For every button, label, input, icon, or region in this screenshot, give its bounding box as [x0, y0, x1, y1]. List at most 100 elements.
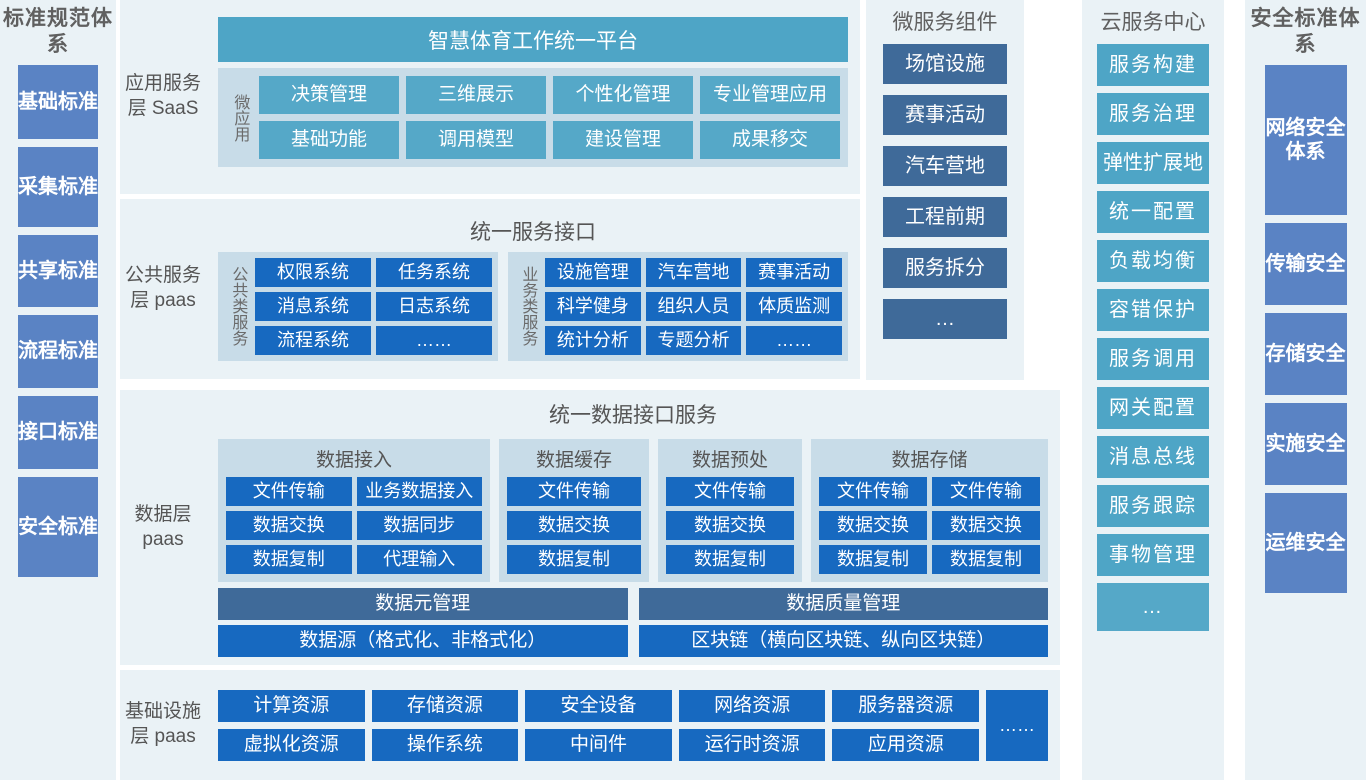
svc-box-business-more[interactable]: …… — [746, 325, 842, 355]
cloud-box-message-bus[interactable]: 消息总线 — [1097, 436, 1209, 478]
infra-box-security-device[interactable]: 安全设备 — [525, 689, 672, 722]
infra-box-application-resource[interactable]: 应用资源 — [832, 728, 979, 761]
app-box-3d-display[interactable]: 三维展示 — [406, 76, 546, 114]
data-box-data-exchange-4[interactable]: 数据交换 — [819, 510, 927, 540]
data-box-file-transfer-1[interactable]: 文件传输 — [226, 476, 352, 506]
svc-box-event-activity[interactable]: 赛事活动 — [746, 257, 842, 287]
app-box-decision-mgmt[interactable]: 决策管理 — [259, 76, 399, 114]
data-bar-data-source[interactable]: 数据源（格式化、非格式化） — [218, 624, 628, 657]
ms-box-service-split[interactable]: 服务拆分 — [883, 248, 1007, 288]
data-box-proxy-input[interactable]: 代理输入 — [356, 544, 482, 574]
cloud-box-unified-config[interactable]: 统一配置 — [1097, 191, 1209, 233]
public-services-grid: 权限系统 任务系统 消息系统 日志系统 流程系统 …… — [255, 257, 492, 355]
security-item-storage-security[interactable]: 存储安全 — [1264, 312, 1347, 395]
data-groups: 数据接入 文件传输 业务数据接入 数据交换 数据同步 数据复制 代理输入 数据缓… — [218, 438, 1048, 582]
data-box-data-exchange-3[interactable]: 数据交换 — [666, 510, 794, 540]
data-bar-row-management: 数据元管理 数据质量管理 — [218, 587, 1048, 620]
cloud-box-more[interactable]: … — [1097, 583, 1209, 631]
cloud-box-gateway-config[interactable]: 网关配置 — [1097, 387, 1209, 429]
security-item-network-security-system[interactable]: 网络安全体系 — [1264, 64, 1347, 215]
data-box-business-data-access[interactable]: 业务数据接入 — [356, 476, 482, 506]
svc-box-facility-mgmt[interactable]: 设施管理 — [545, 257, 641, 287]
data-bar-metadata-mgmt[interactable]: 数据元管理 — [218, 587, 628, 620]
app-box-call-model[interactable]: 调用模型 — [406, 121, 546, 159]
svc-box-task-system[interactable]: 任务系统 — [376, 257, 492, 287]
public-service-layer: 公共服务层 paas 统一服务接口 公共类服务 权限系统 任务系统 消息系统 日… — [120, 199, 860, 379]
data-box-data-exchange-5[interactable]: 数据交换 — [932, 510, 1040, 540]
sidebar-item-interface-standard[interactable]: 接口标准 — [18, 395, 98, 469]
sidebar-item-collection-standard[interactable]: 采集标准 — [18, 146, 98, 227]
app-box-professional-mgmt[interactable]: 专业管理应用 — [700, 76, 840, 114]
data-group-storage-grid: 文件传输 文件传输 数据交换 数据交换 数据复制 数据复制 — [819, 476, 1040, 574]
infra-box-network-resource[interactable]: 网络资源 — [678, 689, 826, 722]
app-box-construction-mgmt[interactable]: 建设管理 — [553, 121, 693, 159]
infra-box-server-resource[interactable]: 服务器资源 — [832, 689, 979, 722]
data-box-file-transfer-3[interactable]: 文件传输 — [666, 476, 794, 506]
data-box-data-exchange-1[interactable]: 数据交换 — [226, 510, 352, 540]
infra-box-compute-resource[interactable]: 计算资源 — [218, 689, 365, 722]
ms-box-rv-campground[interactable]: 汽车营地 — [883, 146, 1007, 186]
svc-box-scientific-fitness[interactable]: 科学健身 — [545, 291, 641, 321]
platform-title-bar: 智慧体育工作统一平台 — [218, 17, 848, 62]
infra-box-storage-resource[interactable]: 存储资源 — [371, 689, 519, 722]
svc-box-message-system[interactable]: 消息系统 — [255, 291, 371, 321]
sidebar-item-security-standard[interactable]: 安全标准 — [18, 476, 98, 577]
data-box-data-replication-5[interactable]: 数据复制 — [932, 544, 1040, 574]
data-box-file-transfer-5[interactable]: 文件传输 — [932, 476, 1040, 506]
data-box-file-transfer-4[interactable]: 文件传输 — [819, 476, 927, 506]
security-item-transmission-security[interactable]: 传输安全 — [1264, 222, 1347, 305]
cloud-service-column-title: 云服务中心 — [1100, 11, 1206, 34]
cloud-box-elastic-scaling[interactable]: 弹性扩展地 — [1097, 142, 1209, 184]
svc-box-organization-staff[interactable]: 组织人员 — [645, 291, 742, 321]
svc-box-public-more[interactable]: …… — [376, 325, 492, 355]
data-box-data-replication-1[interactable]: 数据复制 — [226, 544, 352, 574]
data-bar-row-source: 数据源（格式化、非格式化） 区块链（横向区块链、纵向区块链） — [218, 624, 1048, 657]
data-group-preprocess-title: 数据预处 — [691, 449, 768, 471]
sidebar-item-process-standard[interactable]: 流程标准 — [18, 314, 98, 388]
cloud-box-service-governance[interactable]: 服务治理 — [1097, 93, 1209, 135]
app-box-basic-functions[interactable]: 基础功能 — [259, 121, 399, 159]
data-box-data-replication-2[interactable]: 数据复制 — [507, 544, 641, 574]
cloud-box-service-tracing[interactable]: 服务跟踪 — [1097, 485, 1209, 527]
infra-box-virtualization-resource[interactable]: 虚拟化资源 — [218, 728, 365, 761]
app-box-results-handover[interactable]: 成果移交 — [700, 121, 840, 159]
app-box-personalized-mgmt[interactable]: 个性化管理 — [553, 76, 693, 114]
security-item-ops-security[interactable]: 运维安全 — [1264, 492, 1347, 593]
svc-box-thematic-analysis[interactable]: 专题分析 — [645, 325, 742, 355]
svc-box-rv-campground[interactable]: 汽车营地 — [645, 257, 742, 287]
data-box-data-replication-4[interactable]: 数据复制 — [819, 544, 927, 574]
infra-box-more[interactable]: …… — [986, 689, 1048, 761]
ms-box-more[interactable]: … — [883, 299, 1007, 339]
infrastructure-layer: 基础设施层 paas 计算资源 存储资源 安全设备 网络资源 服务器资源 虚拟化… — [120, 670, 1060, 780]
data-box-data-replication-3[interactable]: 数据复制 — [666, 544, 794, 574]
cloud-box-fault-tolerance[interactable]: 容错保护 — [1097, 289, 1209, 331]
security-item-implementation-security[interactable]: 实施安全 — [1264, 402, 1347, 485]
ms-box-venue-facility[interactable]: 场馆设施 — [883, 44, 1007, 84]
cloud-box-service-invocation[interactable]: 服务调用 — [1097, 338, 1209, 380]
ms-box-project-preliminary[interactable]: 工程前期 — [883, 197, 1007, 237]
cloud-box-service-build[interactable]: 服务构建 — [1097, 44, 1209, 86]
data-group-preprocess: 数据预处 文件传输 数据交换 数据复制 — [658, 438, 802, 582]
infra-box-operating-system[interactable]: 操作系统 — [371, 728, 519, 761]
ms-box-event-activity[interactable]: 赛事活动 — [883, 95, 1007, 135]
infra-box-runtime-resource[interactable]: 运行时资源 — [678, 728, 826, 761]
svc-box-physique-monitoring[interactable]: 体质监测 — [746, 291, 842, 321]
svc-box-log-system[interactable]: 日志系统 — [376, 291, 492, 321]
data-bar-blockchain[interactable]: 区块链（横向区块链、纵向区块链） — [638, 624, 1048, 657]
cloud-box-transaction-mgmt[interactable]: 事物管理 — [1097, 534, 1209, 576]
infra-box-middleware[interactable]: 中间件 — [525, 728, 672, 761]
cloud-box-load-balancing[interactable]: 负载均衡 — [1097, 240, 1209, 282]
data-box-file-transfer-2[interactable]: 文件传输 — [507, 476, 641, 506]
data-box-data-sync[interactable]: 数据同步 — [356, 510, 482, 540]
public-service-layer-label: 公共服务层 paas — [124, 265, 201, 311]
sidebar-item-basic-standard[interactable]: 基础标准 — [18, 64, 98, 139]
data-bar-data-quality-mgmt[interactable]: 数据质量管理 — [638, 587, 1048, 620]
svc-box-permission-system[interactable]: 权限系统 — [255, 257, 371, 287]
business-services-grid: 设施管理 汽车营地 赛事活动 科学健身 组织人员 体质监测 统计分析 专题分析 … — [545, 257, 842, 355]
svc-box-process-system[interactable]: 流程系统 — [255, 325, 371, 355]
sidebar-item-sharing-standard[interactable]: 共享标准 — [18, 234, 98, 307]
infra-wrap: 计算资源 存储资源 安全设备 网络资源 服务器资源 虚拟化资源 操作系统 中间件… — [218, 689, 1048, 761]
data-box-data-exchange-2[interactable]: 数据交换 — [507, 510, 641, 540]
svc-box-statistical-analysis[interactable]: 统计分析 — [545, 325, 641, 355]
